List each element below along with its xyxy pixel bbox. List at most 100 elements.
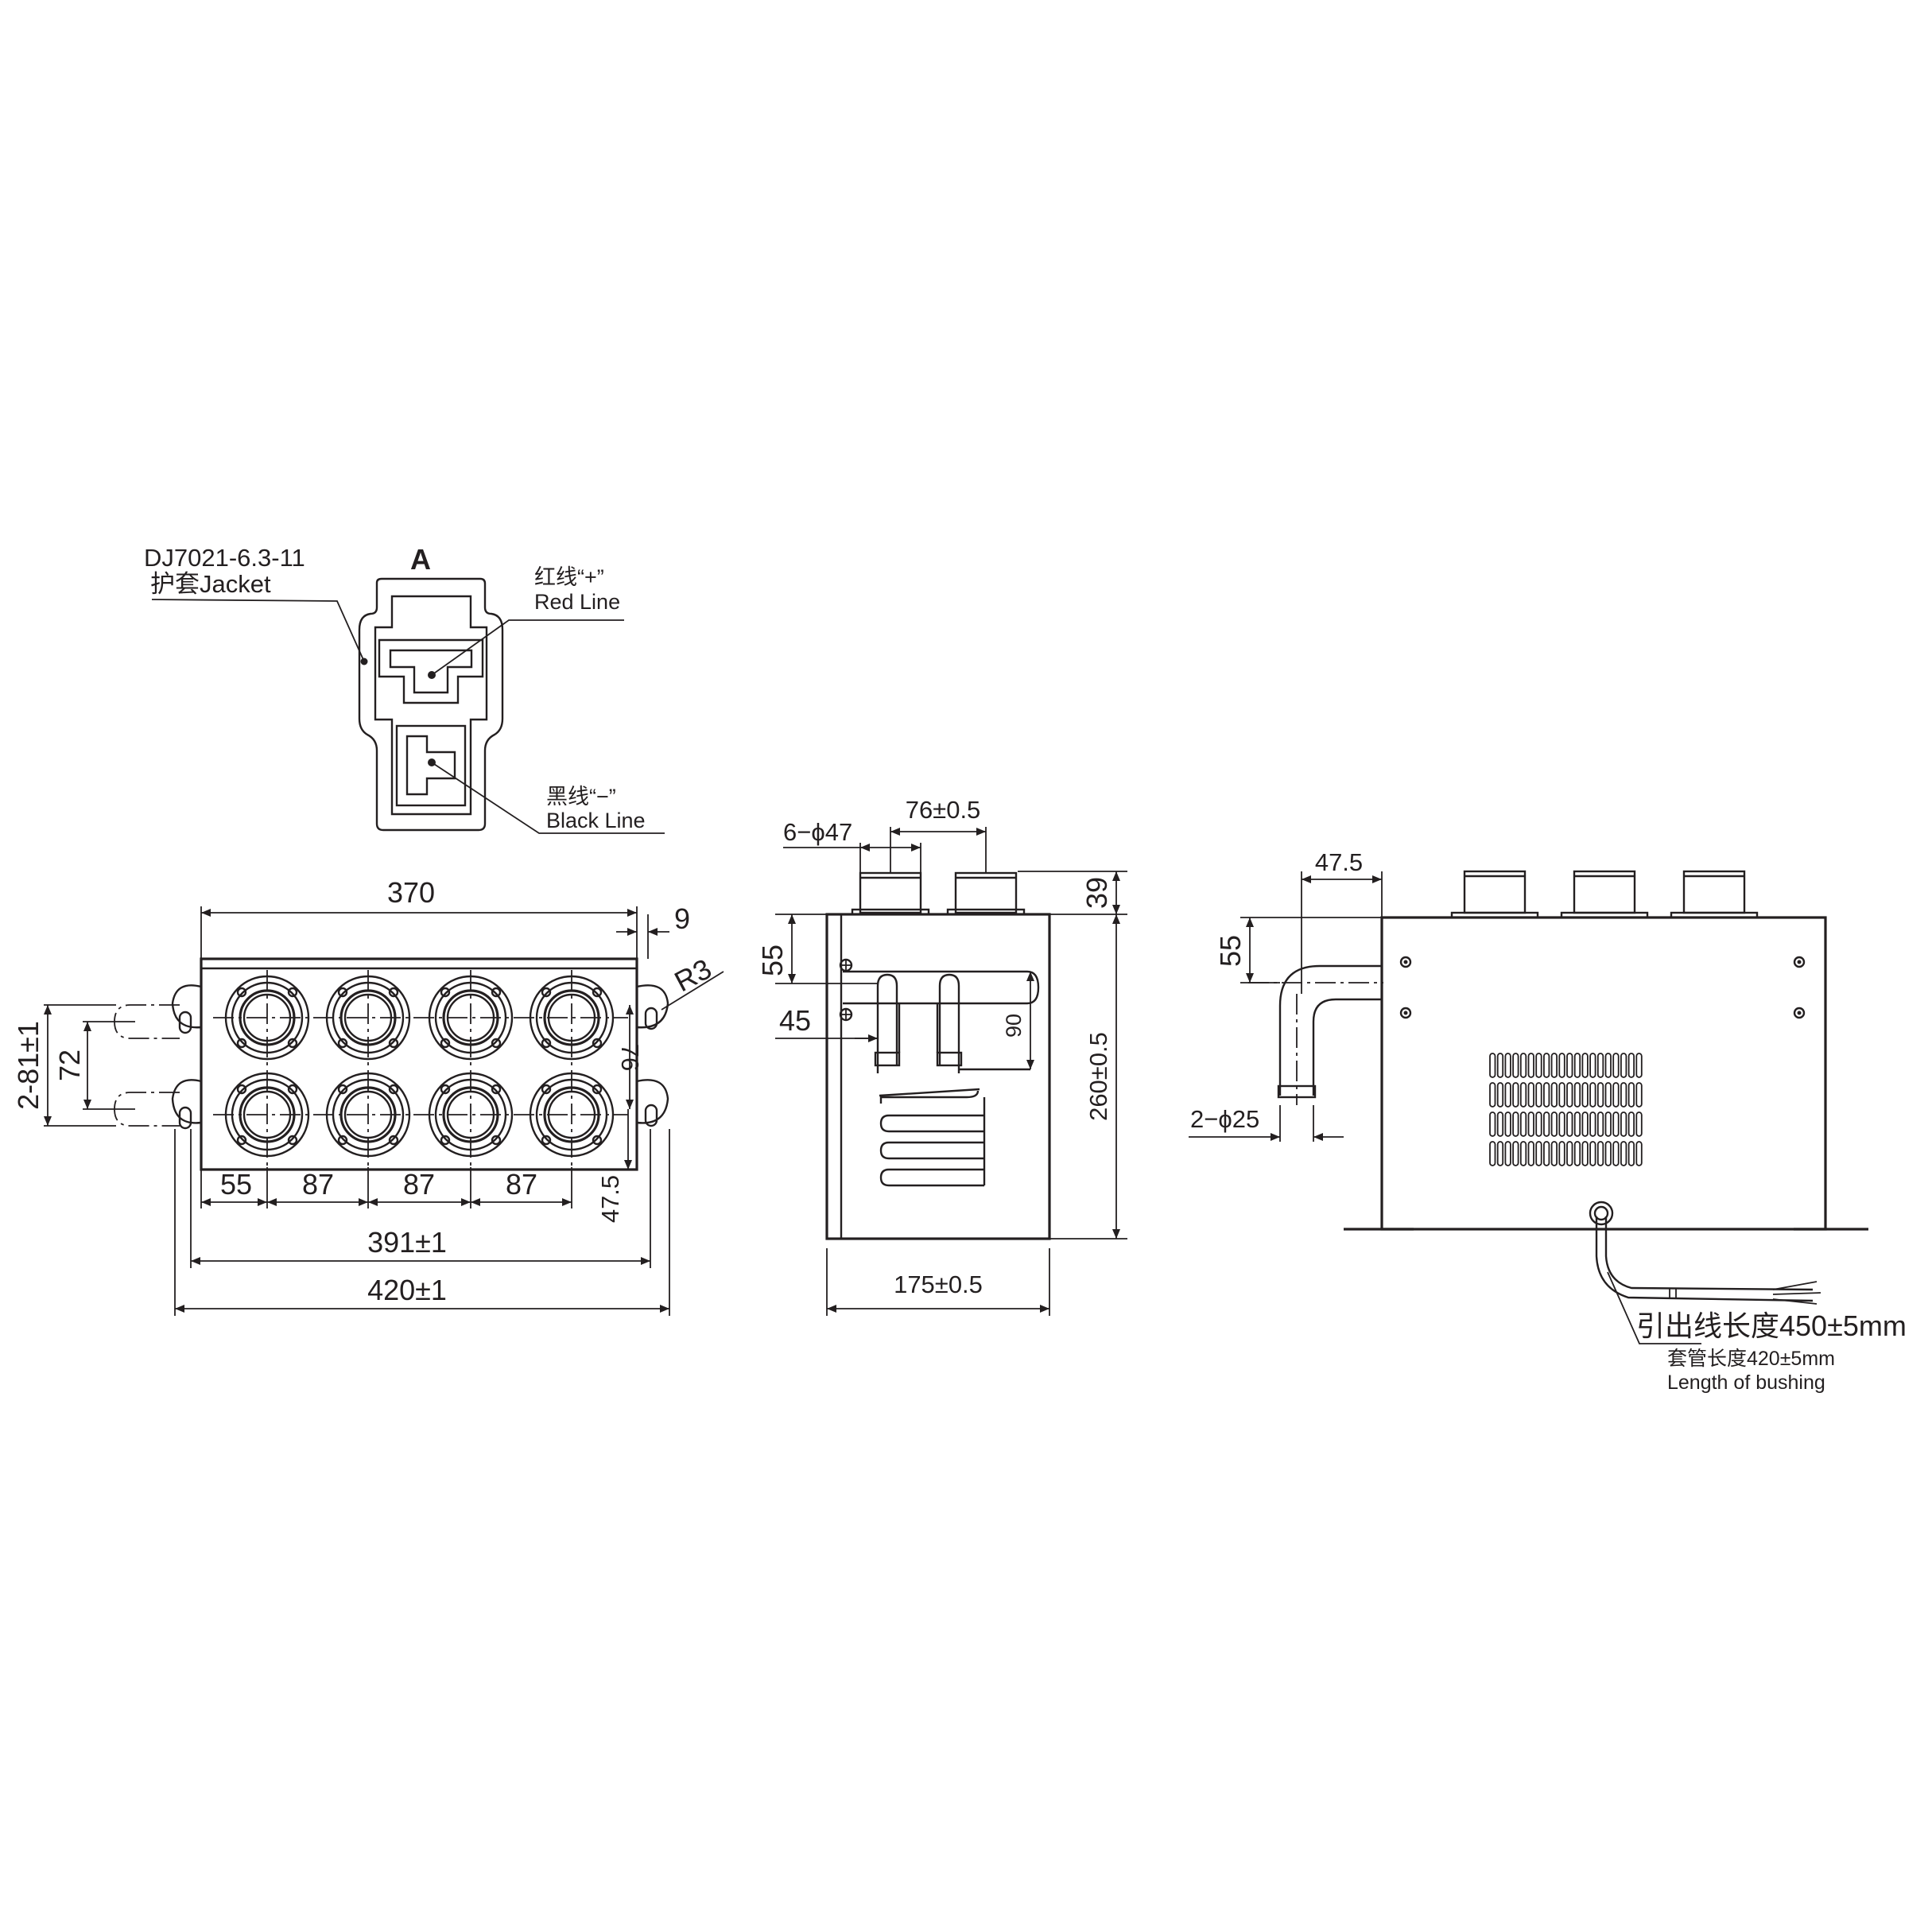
dim-text-87: 87 xyxy=(302,1168,334,1201)
vent-slot xyxy=(1573,1082,1581,1108)
vent-slot xyxy=(1566,1111,1573,1137)
vent-slot xyxy=(1573,1053,1581,1078)
side-view-body xyxy=(825,913,1051,1240)
dim-text-39: 39 xyxy=(1080,877,1113,909)
dim-text-slot-spacing: 2-81±1 xyxy=(12,1021,45,1110)
vent-slot xyxy=(1620,1141,1627,1166)
port-flange xyxy=(946,908,1026,916)
cable-bushing xyxy=(1604,1216,1814,1291)
vent-slot xyxy=(1527,1053,1534,1078)
cable-grommet xyxy=(1589,1201,1614,1226)
vent-slot xyxy=(1573,1141,1581,1166)
screw-icon xyxy=(1399,956,1412,968)
vent-slot xyxy=(1543,1111,1550,1137)
vent-slot xyxy=(1489,1141,1496,1166)
vent-slot xyxy=(1504,1082,1511,1108)
outlet-pipe-bend xyxy=(1278,964,1382,1096)
vent-slot xyxy=(1596,1141,1604,1166)
vent-slot xyxy=(1504,1053,1511,1078)
vent-slot xyxy=(1566,1141,1573,1166)
rear-view: 47.5 55 2−ϕ25 引出线长度450±5mm 套管长度420±5mm L… xyxy=(1189,848,1907,1394)
dim-text-87: 87 xyxy=(506,1168,537,1201)
black-line-leader xyxy=(431,762,665,834)
dim-text-72: 72 xyxy=(53,1049,86,1081)
rear-port-flange xyxy=(1670,911,1759,919)
vent-slot xyxy=(1535,1111,1542,1137)
vent-slot xyxy=(1519,1111,1527,1137)
left-slot-upper xyxy=(178,1011,192,1034)
screw-icon xyxy=(1793,956,1806,968)
dim-text-port-pitch: 76±0.5 xyxy=(906,796,981,824)
rear-port-stub xyxy=(1682,870,1746,914)
vent-slot xyxy=(1558,1082,1565,1108)
right-ear-upper xyxy=(636,984,669,1029)
vent-slot xyxy=(1589,1141,1596,1166)
red-terminal-outer xyxy=(378,638,484,704)
vent-slot xyxy=(1612,1141,1620,1166)
vent-slot xyxy=(1504,1111,1511,1137)
view-a-label: A xyxy=(410,543,431,576)
port-flange xyxy=(851,908,930,916)
vent-slot xyxy=(1596,1111,1604,1137)
port-stub xyxy=(954,871,1018,914)
red-line-leader xyxy=(431,619,624,676)
internal-pipe-u xyxy=(876,973,898,1065)
screw-icon xyxy=(839,958,853,972)
vent-slot xyxy=(1512,1111,1519,1137)
dim-text-pipe-rise: 55 xyxy=(1214,935,1247,967)
vent-slot xyxy=(1604,1082,1612,1108)
vent-slot xyxy=(1627,1053,1635,1078)
dim-text-45: 45 xyxy=(779,1004,811,1037)
dim-text-420: 420±1 xyxy=(367,1274,447,1306)
air-outlet xyxy=(224,1072,310,1158)
vent-slot xyxy=(1512,1082,1519,1108)
dim-text-87: 87 xyxy=(403,1168,435,1201)
vent-slot xyxy=(1566,1053,1573,1078)
left-ear-lower xyxy=(171,1079,202,1124)
dim-text-port-dia: 6−ϕ47 xyxy=(783,818,852,846)
connector-detail-a: DJ7021-6.3-11 护套Jacket A 红线“+” Red Line … xyxy=(144,543,665,834)
radius-leader xyxy=(661,971,724,1011)
louver-slot xyxy=(879,1090,980,1104)
outlet-pipe-bend xyxy=(1312,998,1382,1096)
vent-slot xyxy=(1489,1053,1496,1078)
dim-text-55: 55 xyxy=(220,1168,252,1201)
vent-slot xyxy=(1496,1111,1504,1137)
vent-slot xyxy=(1596,1053,1604,1078)
dim-text-55: 55 xyxy=(756,945,789,976)
pipe-clamp xyxy=(874,1051,901,1067)
vent-slot xyxy=(1635,1082,1643,1108)
vent-slot xyxy=(1620,1053,1627,1078)
vent-slot xyxy=(1581,1053,1589,1078)
vent-slot xyxy=(1527,1141,1534,1166)
cable-wire-ends xyxy=(1772,1281,1821,1305)
black-line-cn-text: 黑线“−” xyxy=(546,785,616,809)
vent-slot xyxy=(1589,1053,1596,1078)
vent-slot xyxy=(1612,1053,1620,1078)
screw-icon xyxy=(1793,1007,1806,1019)
vent-slot xyxy=(1581,1082,1589,1108)
air-outlet xyxy=(428,1072,514,1158)
vent-slot xyxy=(1566,1082,1573,1108)
jacket-label-text: 护套Jacket xyxy=(150,570,271,598)
jacket-leader xyxy=(151,599,365,662)
vent-slot xyxy=(1496,1141,1504,1166)
dim-text-391: 391±1 xyxy=(367,1226,447,1259)
vent-slot xyxy=(1550,1082,1558,1108)
air-outlet xyxy=(325,1072,411,1158)
right-slot-upper xyxy=(644,1007,658,1030)
vent-slot xyxy=(1627,1082,1635,1108)
dim-text-260: 260±0.5 xyxy=(1084,1032,1112,1121)
screw-icon xyxy=(1399,1007,1412,1019)
vent-slot xyxy=(1535,1053,1542,1078)
vent-slot xyxy=(1620,1082,1627,1108)
vent-slot xyxy=(1558,1111,1565,1137)
vent-slot xyxy=(1604,1141,1612,1166)
vent-slot xyxy=(1550,1053,1558,1078)
vent-slot xyxy=(1627,1111,1635,1137)
air-outlet xyxy=(428,975,514,1061)
air-outlet xyxy=(224,975,310,1061)
vent-slot xyxy=(1612,1082,1620,1108)
vent-slot xyxy=(1558,1141,1565,1166)
